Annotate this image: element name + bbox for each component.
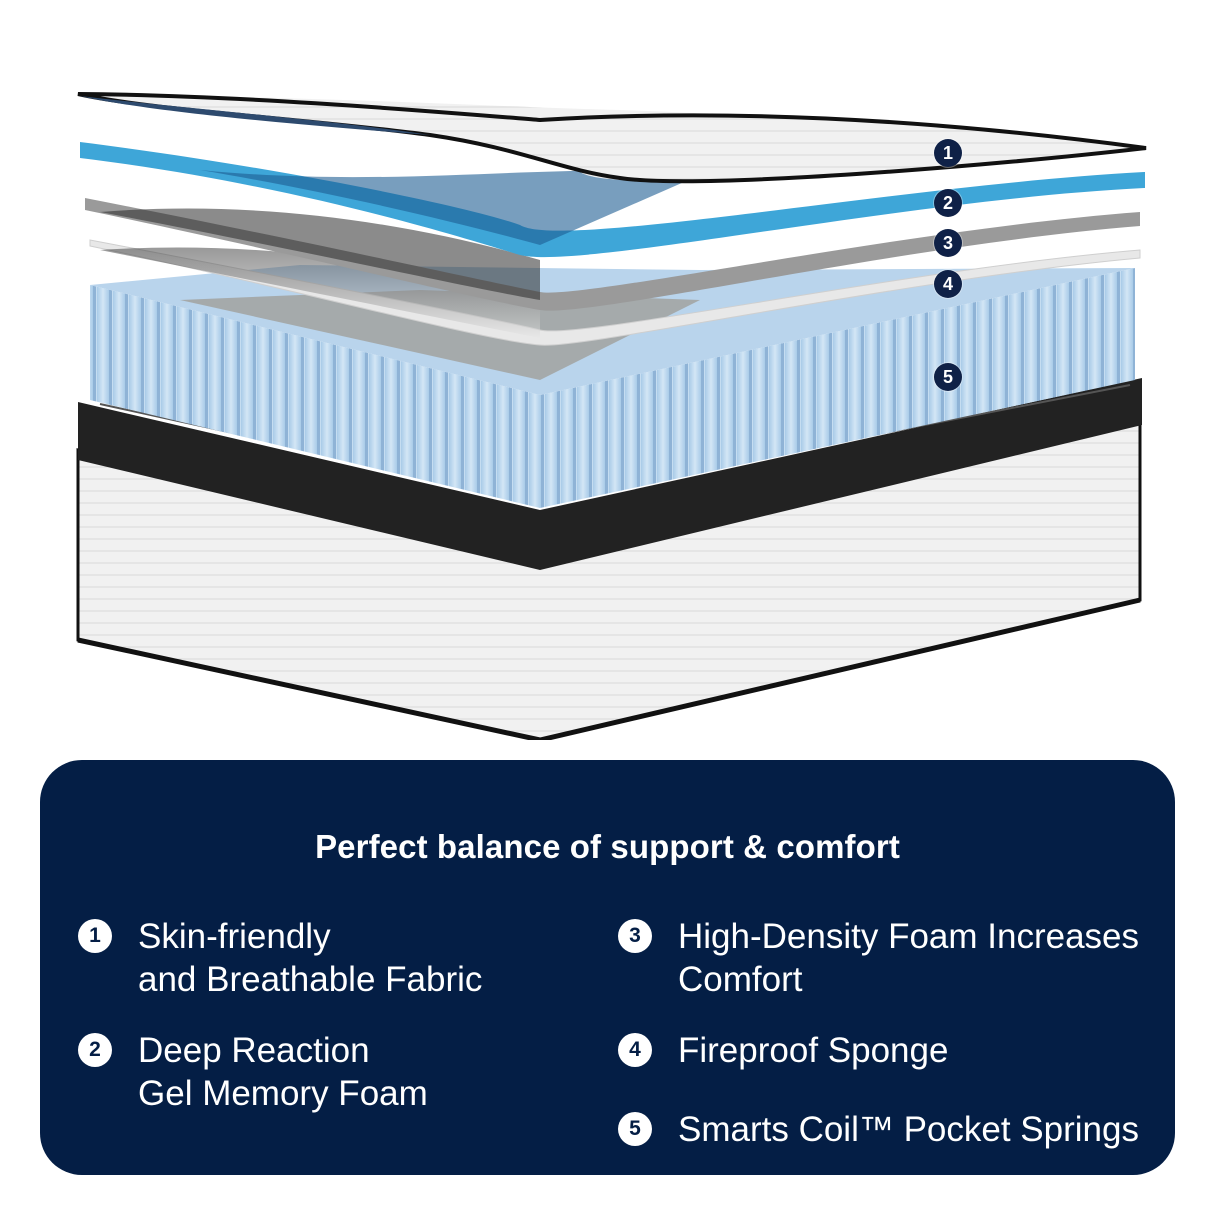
- number-badge-2: 2: [78, 1033, 112, 1067]
- feature-item-5: 5 Smarts Coil™ Pocket Springs: [618, 1108, 1139, 1151]
- number-badge-5: 5: [618, 1112, 652, 1146]
- feature-item-3: 3 High-Density Foam Increases Comfort: [618, 915, 1139, 1001]
- feature-item-2: 2 Deep Reaction Gel Memory Foam: [78, 1029, 428, 1115]
- black-band: [78, 378, 1142, 570]
- feature-text-4: Fireproof Sponge: [678, 1031, 949, 1070]
- feature-text-3: High-Density Foam Increases Comfort: [678, 917, 1139, 999]
- pocket-springs-layer: [90, 268, 1135, 508]
- feature-text-2: Deep Reaction Gel Memory Foam: [138, 1031, 428, 1113]
- feature-text-1: Skin-friendly and Breathable Fabric: [138, 917, 483, 999]
- feature-item-4: 4 Fireproof Sponge: [618, 1029, 948, 1072]
- number-badge-4: 4: [618, 1033, 652, 1067]
- panel-title: Perfect balance of support & comfort: [315, 828, 900, 865]
- layer-marker-4: 4: [934, 270, 962, 298]
- layer-marker-3: 3: [934, 229, 962, 257]
- feature-text-5: Smarts Coil™ Pocket Springs: [678, 1110, 1139, 1149]
- features-panel: Perfect balance of support & comfort 1 S…: [40, 760, 1175, 1175]
- high-density-foam-layer: [85, 198, 1140, 311]
- layer-marker-5: 5: [934, 363, 962, 391]
- gel-memory-foam-layer: [80, 142, 1145, 258]
- number-badge-3: 3: [618, 919, 652, 953]
- feature-item-1: 1 Skin-friendly and Breathable Fabric: [78, 915, 482, 1001]
- mattress-layers-graphic: [76, 92, 1147, 743]
- layer-marker-1: 1: [934, 139, 962, 167]
- number-badge-1: 1: [78, 919, 112, 953]
- mattress-illustration: 1 2 3 4 5: [76, 92, 1147, 743]
- layer-marker-2: 2: [934, 189, 962, 217]
